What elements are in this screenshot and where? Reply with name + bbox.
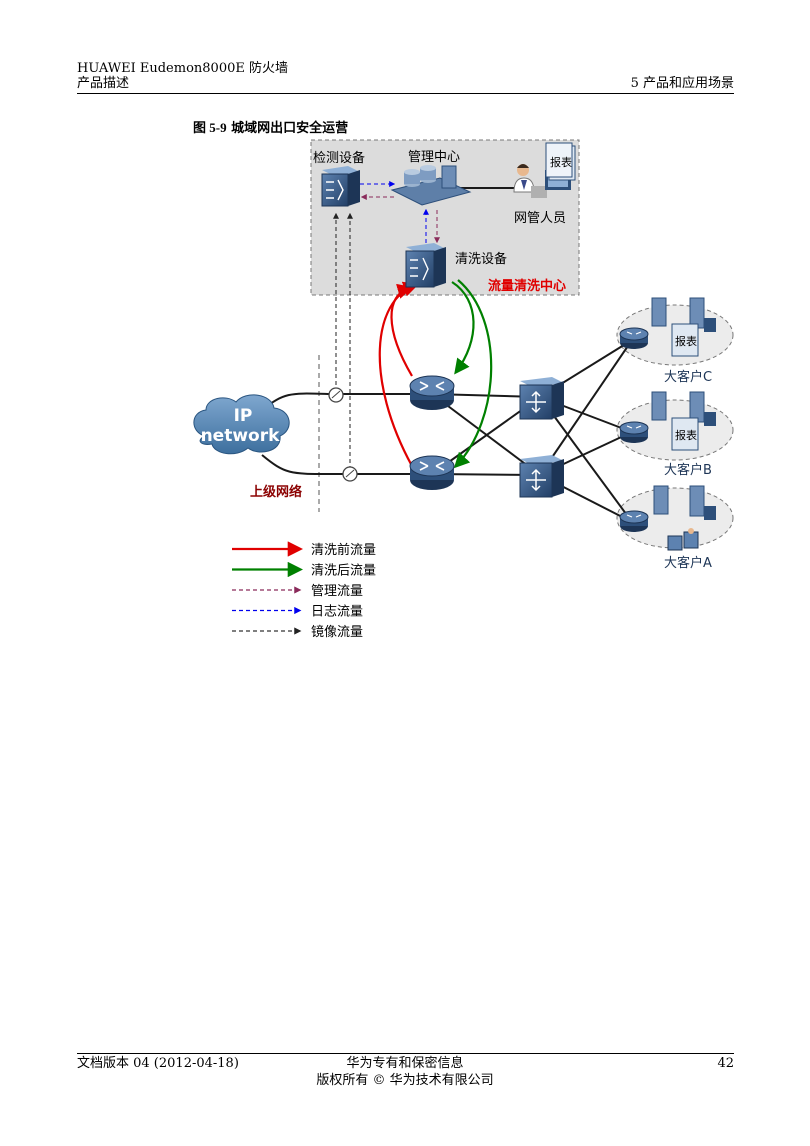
report-label-b: 报表	[675, 428, 697, 442]
splitter-bottom	[342, 466, 358, 482]
customer-b-router	[619, 421, 649, 443]
splitter-top	[328, 387, 344, 403]
report-label-c: 报表	[675, 334, 697, 348]
customer-a-router	[619, 510, 649, 532]
management-center-icon	[390, 165, 472, 206]
ip-network-cloud: IP network	[193, 394, 290, 455]
customer-a-servers	[653, 485, 716, 520]
report-label-top: 报表	[550, 155, 572, 169]
detect-device-label: 检测设备	[313, 150, 365, 166]
footer-doc-version: 文档版本 04 (2012-04-18)	[77, 1056, 239, 1071]
footer-copyright: 版权所有 © 华为技术有限公司	[316, 1073, 494, 1088]
diversion-flows	[378, 279, 493, 469]
cloud-network-label: network	[201, 426, 281, 446]
clean-device-label: 清洗设备	[455, 251, 507, 267]
customer-c-servers	[651, 297, 716, 332]
switch-bottom	[519, 455, 564, 498]
customer-a-label: 大客户A	[664, 555, 712, 571]
switch-top	[519, 377, 564, 420]
figure-caption: 图 5-9 城域网出口安全运营	[193, 117, 348, 136]
core-router-top	[409, 375, 455, 410]
figure-title: 城域网出口安全运营	[231, 121, 349, 136]
footer-rule	[77, 1053, 734, 1054]
customer-b-label: 大客户B	[664, 462, 712, 478]
detection-device-icon	[321, 166, 360, 207]
header-doc-type: 产品描述	[77, 76, 130, 91]
cleaning-device-icon	[405, 243, 446, 288]
cloud-ip-label: IP	[234, 406, 253, 426]
legend-label-0: 清洗前流量	[311, 542, 376, 558]
customer-c-label: 大客户C	[664, 369, 712, 385]
legend-label-4: 镜像流量	[311, 625, 363, 640]
customer-a-users-icon	[667, 528, 699, 551]
legend-label-3: 日志流量	[311, 605, 363, 620]
header-chapter: 5 产品和应用场景	[630, 76, 734, 91]
customer-b-report-icon: 报表	[671, 417, 699, 451]
net-admin-label: 网管人员	[514, 211, 566, 226]
report-icon-top: 报表	[545, 142, 576, 181]
legend-label-1: 清洗后流量	[311, 564, 376, 579]
clean-center-label: 流量清洗中心	[488, 278, 566, 294]
header-product-line: HUAWEI Eudemon8000E 防火墙	[77, 61, 288, 76]
mirror-flows	[333, 212, 353, 470]
upstream-label: 上级网络	[250, 484, 302, 500]
figure-number: 图 5-9	[193, 120, 227, 135]
network-diagram: 检测设备 管理中心 报表 网管人员 清洗设备 流量清洗中心	[193, 139, 734, 640]
footer-confidential: 华为专有和保密信息	[346, 1056, 464, 1071]
legend-label-2: 管理流量	[311, 584, 363, 599]
customer-c-router	[619, 327, 649, 349]
customer-c-report-icon: 报表	[671, 323, 699, 357]
core-router-bottom	[409, 455, 455, 490]
header-rule	[77, 93, 734, 94]
footer-page-number: 42	[717, 1056, 734, 1071]
mgmt-center-label: 管理中心	[408, 150, 460, 165]
backbone-links	[261, 339, 633, 523]
